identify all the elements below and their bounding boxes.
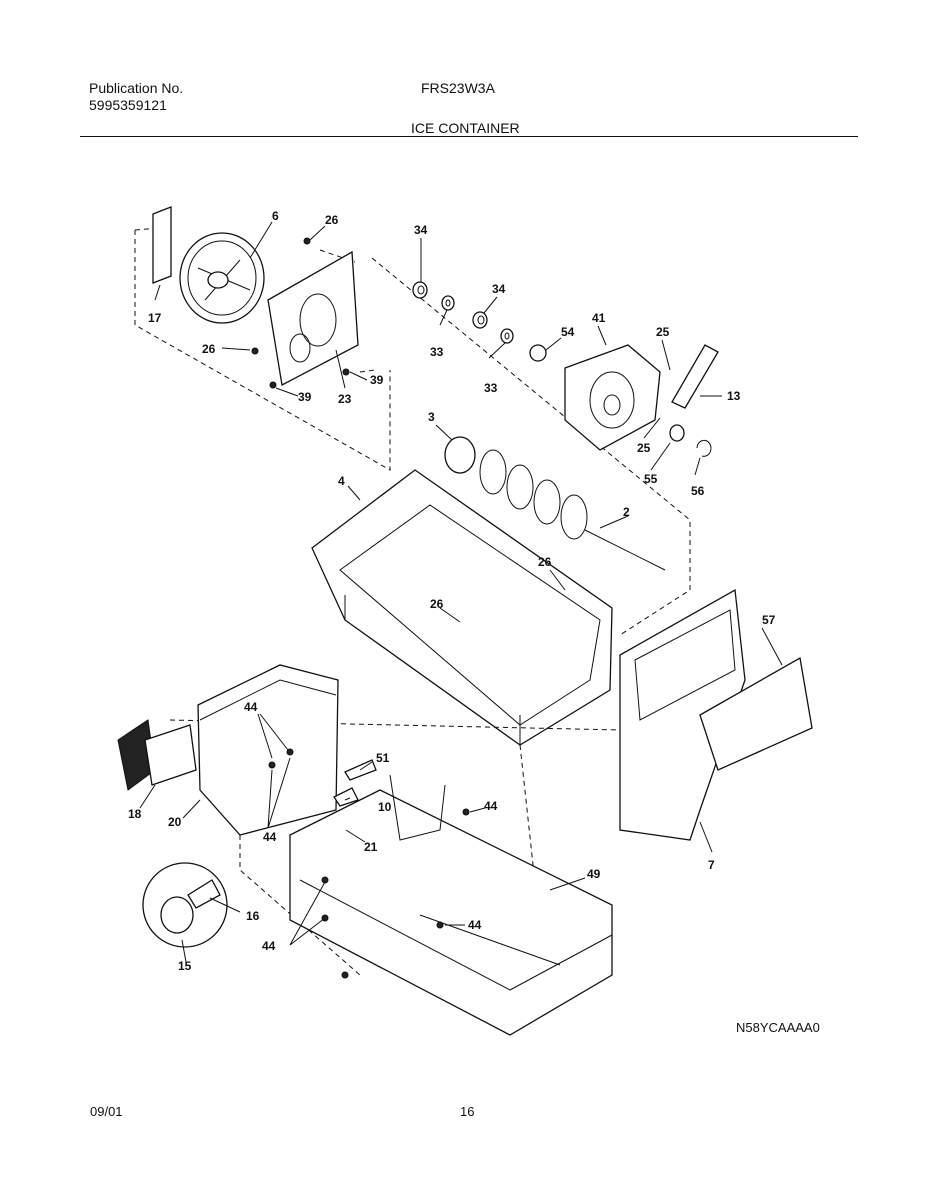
part-39-screw — [269, 381, 277, 389]
callout-leader-lines — [139, 221, 783, 963]
callout-44: 44 — [468, 918, 482, 932]
part-44-screw — [341, 971, 349, 979]
part-2-auger-spiral — [479, 449, 666, 571]
part-10-actuator — [333, 787, 359, 807]
part-26-screw — [251, 347, 259, 355]
callout-25: 25 — [656, 325, 670, 339]
part-39-screw — [342, 368, 350, 376]
callout-26: 26 — [325, 213, 339, 227]
callout-6: 6 — [272, 209, 279, 223]
callout-51: 51 — [376, 751, 390, 765]
parts-34-33-washers — [412, 281, 547, 362]
callout-33: 33 — [484, 381, 498, 395]
callout-21: 21 — [364, 840, 378, 854]
diagram-code: N58YCAAAA0 — [736, 1020, 820, 1035]
callout-16: 16 — [246, 909, 260, 923]
part-4-ice-bucket — [311, 469, 613, 746]
part-44-screw — [286, 748, 294, 756]
callout-7: 7 — [708, 858, 715, 872]
part-20-motor-housing — [197, 664, 339, 836]
callout-34: 34 — [414, 223, 428, 237]
part-15-16-light-inset — [142, 862, 228, 948]
header-rule — [80, 136, 858, 137]
callout-39: 39 — [298, 390, 312, 404]
callout-55: 55 — [644, 472, 658, 486]
publication-date: 09/01 — [90, 1104, 123, 1119]
callout-49: 49 — [587, 867, 601, 881]
part-44-screw — [268, 761, 276, 769]
callout-13: 13 — [727, 389, 741, 403]
callout-39: 39 — [370, 373, 384, 387]
callout-26: 26 — [538, 555, 552, 569]
part-44-screw — [436, 921, 444, 929]
section-title: ICE CONTAINER — [411, 120, 520, 136]
part-17-label-plate — [152, 206, 172, 284]
callout-26: 26 — [430, 597, 444, 611]
callout-20: 20 — [168, 815, 182, 829]
callout-44: 44 — [263, 830, 277, 844]
model-number: FRS23W3A — [421, 80, 495, 96]
page-number: 16 — [460, 1104, 475, 1119]
callout-44: 44 — [484, 799, 498, 813]
callout-2: 2 — [623, 505, 630, 519]
callout-34: 34 — [492, 282, 506, 296]
part-44-screw — [462, 808, 470, 816]
callout-10: 10 — [378, 800, 392, 814]
callout-23: 23 — [338, 392, 352, 406]
callout-18: 18 — [128, 807, 142, 821]
part-18-motor — [117, 719, 197, 791]
callout-33: 33 — [430, 345, 444, 359]
part-57-chute-door — [699, 656, 813, 771]
part-49-bracket — [289, 774, 613, 1036]
callout-41: 41 — [592, 311, 606, 325]
upper-assembly-dashed-outline — [134, 227, 691, 636]
part-3-ring — [444, 436, 476, 474]
callout-44: 44 — [244, 700, 258, 714]
part-41-auger-housing — [564, 344, 661, 451]
part-6-auger-drum — [179, 232, 265, 324]
callout-25: 25 — [637, 441, 651, 455]
callout-44: 44 — [262, 939, 276, 953]
callout-56: 56 — [691, 484, 705, 498]
callout-54: 54 — [561, 325, 575, 339]
part-55-washer — [669, 424, 685, 442]
callout-4: 4 — [338, 474, 345, 488]
publication-number: 5995359121 — [89, 97, 167, 113]
part-7-dispenser-front — [619, 588, 746, 841]
callout-26: 26 — [202, 342, 216, 356]
part-56-clip — [696, 439, 712, 457]
part-13-bracket — [671, 344, 719, 409]
callout-3: 3 — [428, 410, 435, 424]
part-26-screw — [303, 237, 311, 245]
callout-57: 57 — [762, 613, 776, 627]
callout-15: 15 — [178, 959, 192, 973]
callout-17: 17 — [148, 311, 162, 325]
publication-label: Publication No. — [89, 80, 184, 96]
part-23-mounting-plate — [267, 250, 359, 386]
